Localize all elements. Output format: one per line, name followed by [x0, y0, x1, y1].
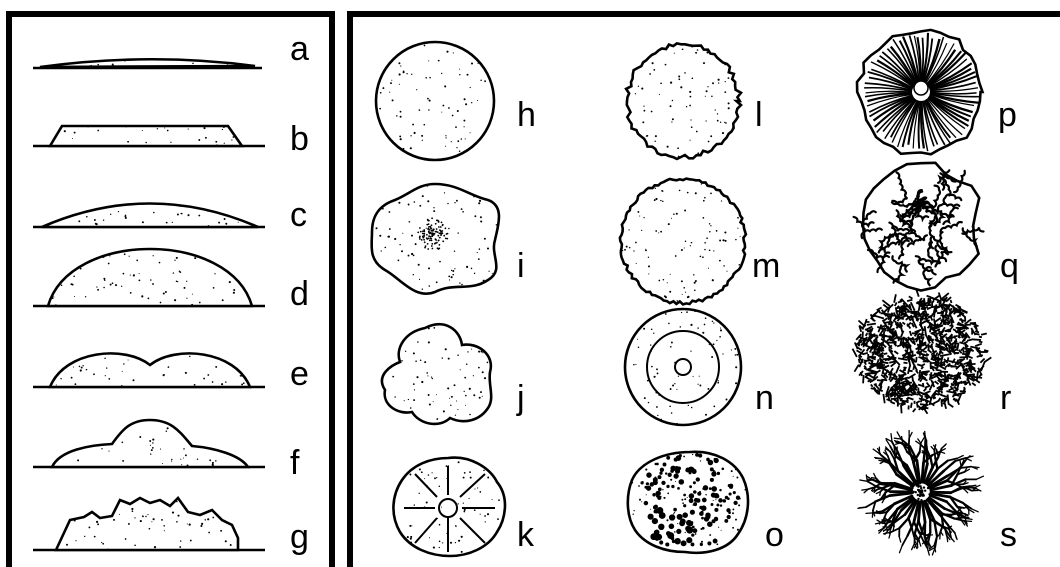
form-n: n — [625, 309, 774, 425]
form-h: h — [376, 42, 536, 160]
elevation-panel: a b c d e f g — [33, 30, 309, 556]
form-o: o — [628, 452, 784, 554]
profile-g: g — [33, 498, 309, 556]
profile-label-d: d — [290, 275, 309, 313]
profile-e: e — [33, 353, 309, 393]
profile-c: c — [33, 196, 307, 234]
form-label-l: l — [755, 96, 763, 134]
form-label-q: q — [1000, 247, 1019, 285]
profile-a: a — [33, 30, 309, 68]
form-label-r: r — [1000, 379, 1011, 417]
form-label-i: i — [517, 247, 525, 285]
form-q: q — [854, 163, 1019, 291]
profile-label-f: f — [290, 444, 300, 482]
form-label-p: p — [998, 96, 1017, 134]
form-label-s: s — [1000, 516, 1017, 554]
form-label-m: m — [752, 247, 780, 285]
rhizoid-branches-s — [858, 431, 984, 556]
profile-b: b — [33, 120, 309, 158]
profile-label-b: b — [290, 120, 309, 158]
form-label-n: n — [755, 379, 774, 417]
form-p: p — [857, 30, 1017, 154]
form-label-h: h — [517, 96, 536, 134]
form-r: r — [853, 289, 1012, 417]
form-l: l — [626, 43, 762, 158]
form-j: j — [382, 324, 525, 424]
form-s: s — [858, 431, 1017, 556]
form-label-k: k — [517, 516, 535, 554]
profile-f: f — [33, 420, 300, 482]
profile-label-e: e — [290, 355, 309, 393]
form-m: m — [620, 179, 780, 305]
form-panel: h i j k l m — [372, 30, 1019, 556]
form-label-o: o — [765, 516, 784, 554]
form-label-j: j — [516, 379, 525, 417]
profile-label-c: c — [290, 196, 307, 234]
filaments-r — [853, 289, 992, 414]
profile-label-a: a — [290, 30, 309, 68]
profile-d: d — [33, 249, 309, 313]
profile-label-g: g — [290, 518, 309, 556]
